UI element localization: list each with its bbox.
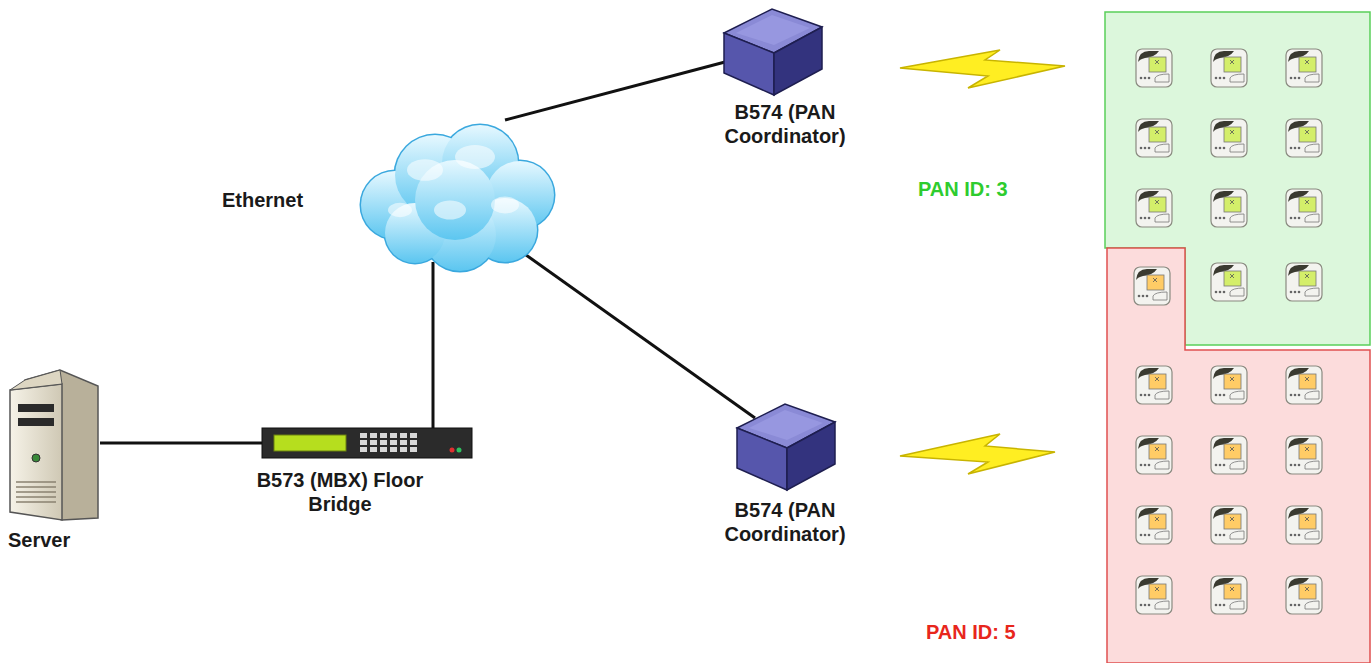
network-link: [432, 262, 435, 428]
shape-part: [360, 440, 367, 445]
shape-part: [18, 418, 54, 426]
shape-part: [16, 491, 56, 493]
shape-part: [410, 433, 417, 438]
node-label: Ethernet: [222, 188, 352, 212]
network-link: [512, 245, 755, 418]
shape-part: [360, 447, 367, 452]
thermostat-icon: [1286, 366, 1322, 404]
regionR-icon: [1107, 248, 1370, 663]
shape-part: [736, 15, 810, 45]
shape-part: [370, 447, 377, 452]
coordinator-node: B574 (PAN Coordinator): [660, 2, 910, 162]
thermostat-icon: [1136, 506, 1172, 544]
shape-part: [390, 433, 397, 438]
shape-part: [380, 440, 387, 445]
shape-part: [10, 384, 62, 520]
thermostat-icon: [1211, 436, 1247, 474]
shape-part: [400, 440, 407, 445]
region-outline: [1107, 248, 1370, 663]
regionG-icon: [1105, 12, 1370, 345]
shape-part: [262, 428, 472, 458]
shape-part: [450, 448, 455, 453]
node-shape: [1107, 248, 1372, 663]
thermostat-icon: [1286, 189, 1322, 227]
shape-part: [390, 440, 397, 445]
shape-part: [274, 435, 346, 451]
thermostat-icon: [1136, 49, 1172, 87]
thermostat-icon: [1211, 119, 1247, 157]
shape-part: [370, 433, 377, 438]
node-label: PAN ID: 3: [918, 177, 1088, 201]
shape-part: [380, 433, 387, 438]
thermostat-icon: [1136, 436, 1172, 474]
shape-part: [16, 481, 56, 483]
thermostat-icon: [1136, 119, 1172, 157]
shape-part: [407, 159, 443, 181]
thermostat-icon: [1211, 189, 1247, 227]
thermostat-icon: [1211, 576, 1247, 614]
node-label: PAN ID: 5: [926, 620, 1096, 644]
wireless-bolt: [900, 434, 1055, 474]
shape-part: [16, 501, 56, 503]
shape-part: [390, 447, 397, 452]
shape-part: [434, 200, 466, 219]
shape-part: [400, 433, 407, 438]
shape-part: [455, 145, 495, 169]
node-label: Server: [8, 528, 98, 552]
bridge-icon: [262, 428, 472, 458]
thermostat-icon: [1286, 576, 1322, 614]
shape-part: [380, 447, 387, 452]
thermostat-icon: [1211, 49, 1247, 87]
shape-part: [16, 496, 56, 498]
server-icon: [10, 370, 98, 520]
cloud-icon: [360, 124, 556, 273]
thermostat-icon: [1136, 189, 1172, 227]
thermostat-icon: [1211, 506, 1247, 544]
thermostat-icon: [1286, 49, 1322, 87]
shape-part: [10, 370, 62, 390]
thermostat-icon: [1211, 366, 1247, 404]
wireless-bolt: [900, 50, 1065, 88]
shape-part: [18, 404, 54, 412]
network-cloud: Ethernet: [220, 115, 565, 270]
thermostat-icon: [1136, 366, 1172, 404]
region-outline: [1105, 12, 1370, 345]
shape-part: [370, 440, 377, 445]
thermostat-icon: [1136, 576, 1172, 614]
thermostat-icon: [1211, 263, 1247, 301]
network-link: [505, 62, 725, 120]
shape-part: [360, 433, 367, 438]
node-label: B573 (MBX) Floor Bridge: [230, 468, 450, 516]
server-node: Server: [0, 370, 110, 560]
shape-part: [32, 454, 40, 462]
bridge-node: B573 (MBX) Floor Bridge: [230, 426, 480, 526]
shape-part: [749, 410, 823, 440]
shape-part: [388, 203, 412, 217]
shape-part: [410, 440, 417, 445]
thermostat-icon: [1286, 436, 1322, 474]
shape-part: [410, 447, 417, 452]
network-link: [100, 442, 262, 445]
thermostat-icon: [1286, 119, 1322, 157]
thermostat-icon: [1134, 267, 1170, 305]
thermostat-icon: [1286, 263, 1322, 301]
coordinator-node: B574 (PAN Coordinator): [660, 398, 910, 558]
shape-part: [16, 486, 56, 488]
shape-part: [457, 448, 462, 453]
thermostat-icon: [1286, 506, 1322, 544]
node-label: B574 (PAN Coordinator): [680, 100, 890, 148]
cube-icon: [737, 404, 835, 490]
node-label: B574 (PAN Coordinator): [680, 498, 890, 546]
pan-region: PAN ID: 5: [1107, 248, 1372, 663]
shape-part: [400, 447, 407, 452]
shape-part: [491, 197, 519, 214]
cube-icon: [724, 9, 822, 95]
